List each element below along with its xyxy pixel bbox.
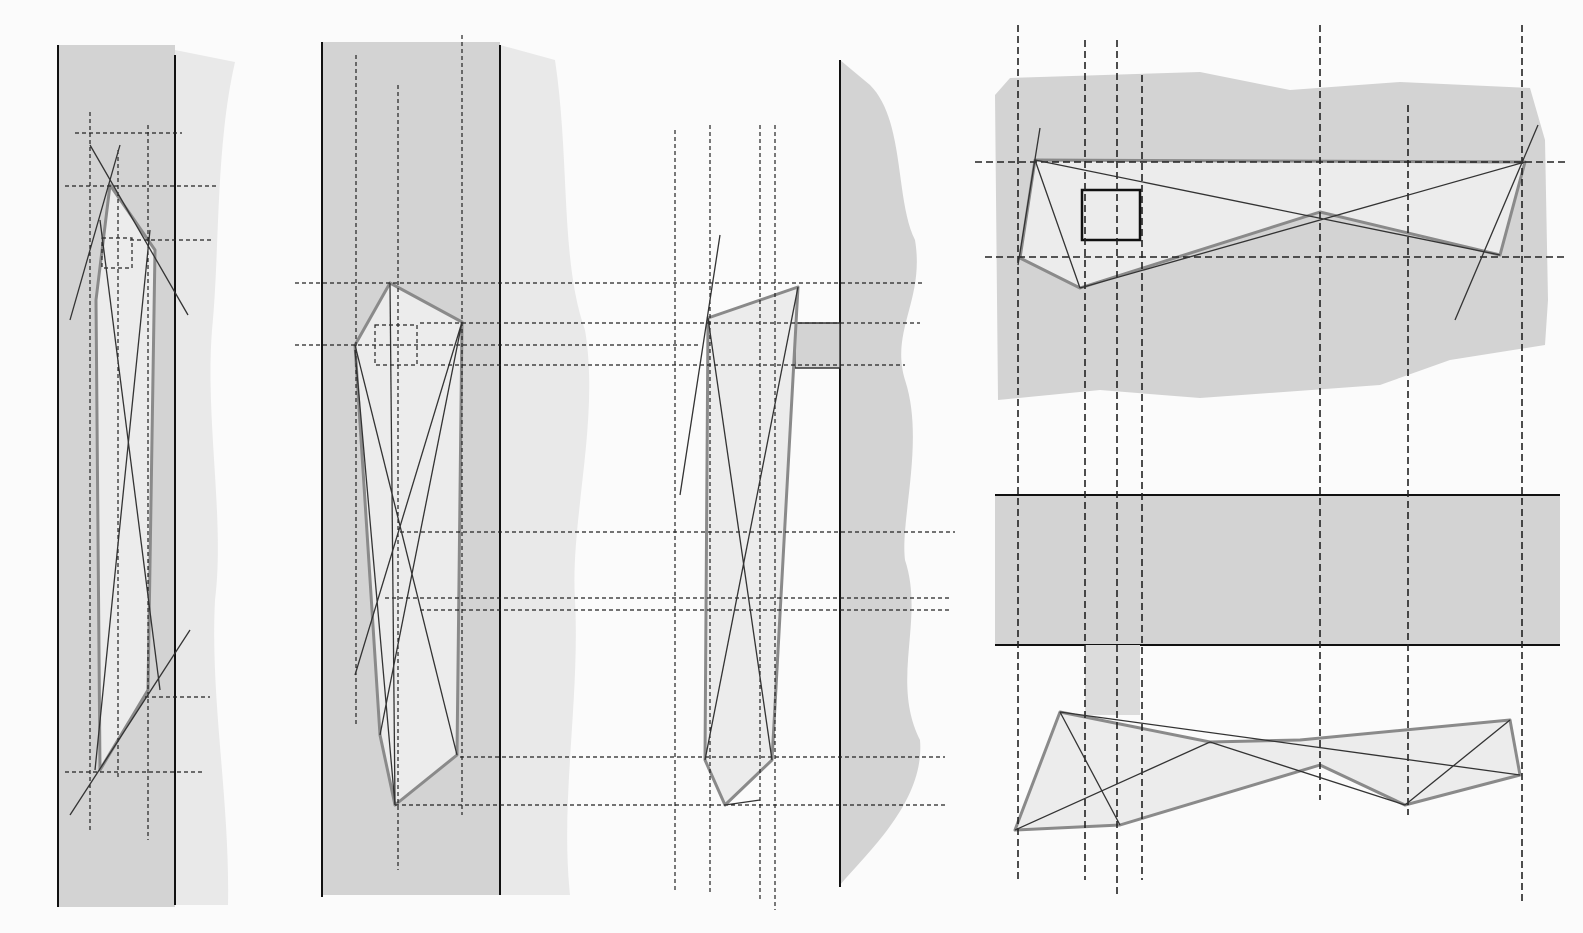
diagonal-line — [1014, 741, 1211, 831]
diagonal-line — [99, 219, 161, 691]
diagonal-line — [1059, 711, 1521, 776]
diagonal-line — [354, 344, 458, 756]
diagonal-line — [724, 799, 761, 806]
gray-zone-top — [995, 72, 1548, 400]
construction-lines — [65, 25, 1565, 910]
diagonal-line — [354, 321, 463, 676]
diagonal-line — [354, 349, 396, 806]
column-connector — [1085, 645, 1140, 715]
diagonal-line — [679, 234, 721, 496]
diagonal-line — [707, 317, 773, 761]
panel-middle — [321, 42, 921, 897]
diagonal-line — [1404, 719, 1511, 806]
diagonal-line — [1017, 127, 1041, 266]
diagonal-line — [1034, 159, 1501, 256]
form-outline-elevation — [703, 285, 800, 807]
diagonal-line — [1059, 711, 1121, 826]
light-zone-left — [175, 50, 235, 905]
bridge-connector — [794, 322, 841, 369]
diagonal-line — [89, 144, 189, 316]
dark-zone-right-edge — [840, 60, 921, 885]
small-square — [1080, 188, 1142, 242]
diagonal-line — [704, 286, 799, 761]
diagonal-line — [69, 144, 121, 321]
diagonal-line — [1209, 741, 1406, 806]
diagonal-line — [1034, 159, 1081, 289]
panel-right — [995, 72, 1560, 832]
small-square — [101, 237, 133, 269]
diagonal-line — [389, 282, 396, 806]
gray-band-middle — [995, 495, 1560, 645]
diagonal-line — [94, 229, 151, 771]
diagonal-line — [69, 629, 191, 816]
panel-left — [57, 45, 235, 907]
light-zone-middle — [500, 45, 590, 895]
diagonal-line — [1454, 124, 1539, 321]
diagonal-line — [1079, 161, 1526, 289]
